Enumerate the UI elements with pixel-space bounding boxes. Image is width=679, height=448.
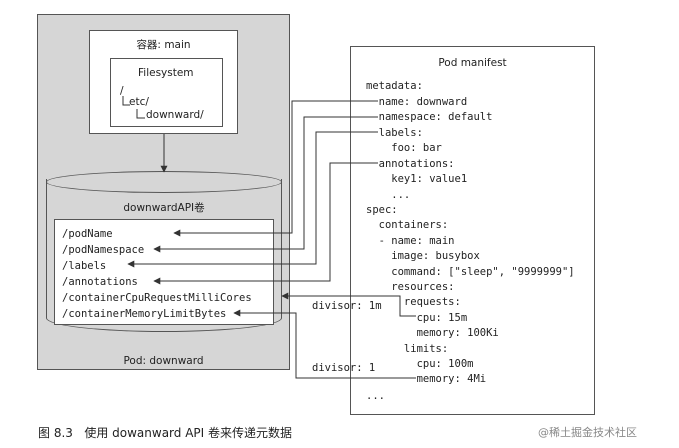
filesystem-root: / — [120, 85, 124, 97]
connector-podnamespace — [153, 116, 378, 253]
divisor-label-memory: divisor: 1 — [312, 362, 376, 374]
volume-file-cpu-request: /containerCpuRequestMilliCores — [62, 292, 252, 304]
manifest-line-name: name: downward — [366, 96, 468, 108]
manifest-line-limits: limits: — [366, 343, 449, 355]
watermark: @稀土掘金技术社区 — [538, 426, 637, 439]
filesystem-box — [110, 58, 223, 127]
manifest-line-foo: foo: bar — [366, 142, 442, 154]
manifest-line-annotations: annotations: — [366, 158, 455, 170]
manifest-line-namespace: namespace: default — [366, 111, 493, 123]
manifest-line-resources: resources: — [366, 281, 455, 293]
pod-manifest-document — [350, 46, 595, 415]
manifest-line-requests: requests: — [366, 296, 461, 308]
filesystem-etc: etc/ — [129, 96, 149, 108]
connector-labels — [127, 131, 378, 268]
volume-file-list — [54, 219, 274, 325]
filesystem-downward: downward/ — [146, 109, 204, 121]
manifest-line-requests-memory: memory: 100Ki — [366, 327, 499, 339]
filesystem-title: Filesystem — [138, 67, 194, 79]
tree-branch-etc — [122, 96, 130, 106]
volume-file-podname: /podName — [62, 228, 113, 240]
manifest-line-key1: key1: value1 — [366, 173, 468, 185]
manifest-line-command: command: ["sleep", "9999999"] — [366, 266, 575, 278]
manifest-line-metadata: metadata: — [366, 80, 423, 92]
manifest-line-ellipsis-2: ... — [366, 390, 385, 402]
connector-annotations — [153, 162, 378, 285]
container-label: 容器: main — [136, 39, 191, 51]
manifest-line-requests-cpu: cpu: 15m — [366, 312, 468, 324]
manifest-line-spec: spec: — [366, 204, 398, 216]
connector-podname — [173, 100, 378, 237]
pod-label: Pod: downward — [123, 355, 204, 367]
manifest-line-image: image: busybox — [366, 250, 480, 262]
volume-file-annotations: /annotations — [62, 276, 138, 288]
connector-cpu-request — [281, 292, 416, 317]
manifest-line-containers: containers: — [366, 219, 449, 231]
figure-caption: 图 8.3 使用 dowanward API 卷来传递元数据 — [38, 426, 293, 440]
volume-file-labels: /labels — [62, 260, 107, 272]
volume-label: downwardAPI卷 — [123, 202, 205, 214]
manifest-line-limits-cpu: cpu: 100m — [366, 358, 474, 370]
manifest-line-container-name: - name: main — [366, 235, 455, 247]
manifest-line-labels: labels: — [366, 127, 423, 139]
manifest-line-limits-memory: memory: 4Mi — [366, 373, 487, 385]
manifest-line-ellipsis-1: ... — [366, 189, 411, 201]
volume-file-podnamespace: /podNamespace — [62, 244, 145, 256]
connector-memory-limit — [233, 309, 416, 379]
volume-file-memory-limit: /containerMemoryLimitBytes — [62, 308, 227, 320]
tree-branch-downward — [136, 109, 145, 119]
divisor-label-cpu: divisor: 1m — [312, 300, 382, 312]
manifest-title: Pod manifest — [438, 57, 507, 69]
